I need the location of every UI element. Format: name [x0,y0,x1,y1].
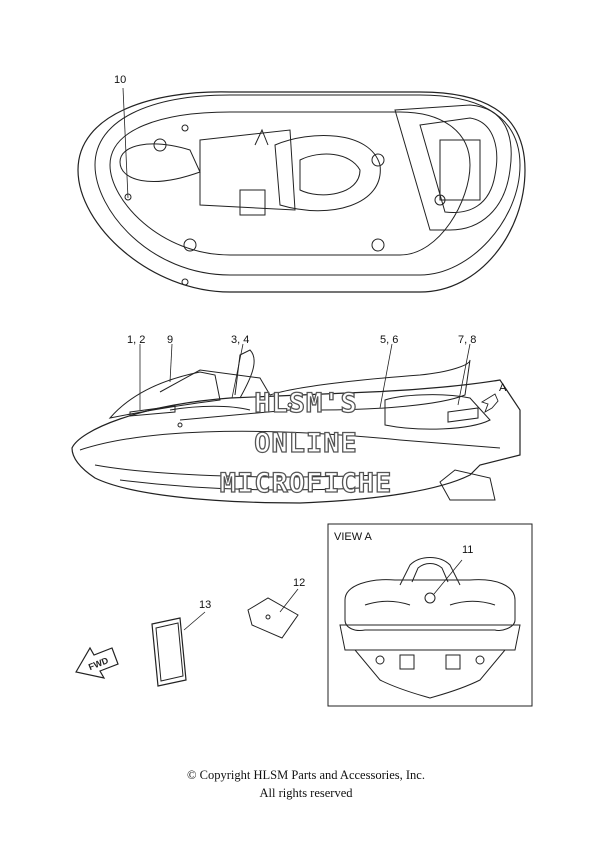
part-12-decal [247,597,299,639]
callout-11: 11 [462,544,473,556]
watermark-line-3: MICROFICHE [220,468,393,499]
watercraft-top-view [77,91,526,293]
callout-5-6: 5, 6 [380,334,398,346]
callout-a: A [499,382,507,394]
callout-13: 13 [199,599,211,611]
callout-9: 9 [167,334,173,346]
copyright-text: © Copyright HLSM Parts and Accessories, … [187,768,425,782]
callout-1-2: 1, 2 [127,334,145,346]
view-a-frame [327,523,533,707]
watermark-line-1: HLSM'S [254,388,358,419]
part-13-booklet [151,617,187,687]
fwd-text: FWD [87,655,110,672]
callout-7-8: 7, 8 [458,334,476,346]
copyright-footer: © Copyright HLSM Parts and Accessories, … [0,766,612,802]
callout-12: 12 [293,577,305,589]
fwd-arrow-label [75,646,119,679]
watercraft-side-view [71,349,521,504]
callout-3-4: 3, 4 [231,334,249,346]
watercraft-rear-view [339,557,521,699]
rights-text: All rights reserved [259,786,353,800]
watermark-line-2: ONLINE [254,428,358,459]
callout-10: 10 [114,74,126,86]
view-a-label: VIEW A [334,531,373,543]
